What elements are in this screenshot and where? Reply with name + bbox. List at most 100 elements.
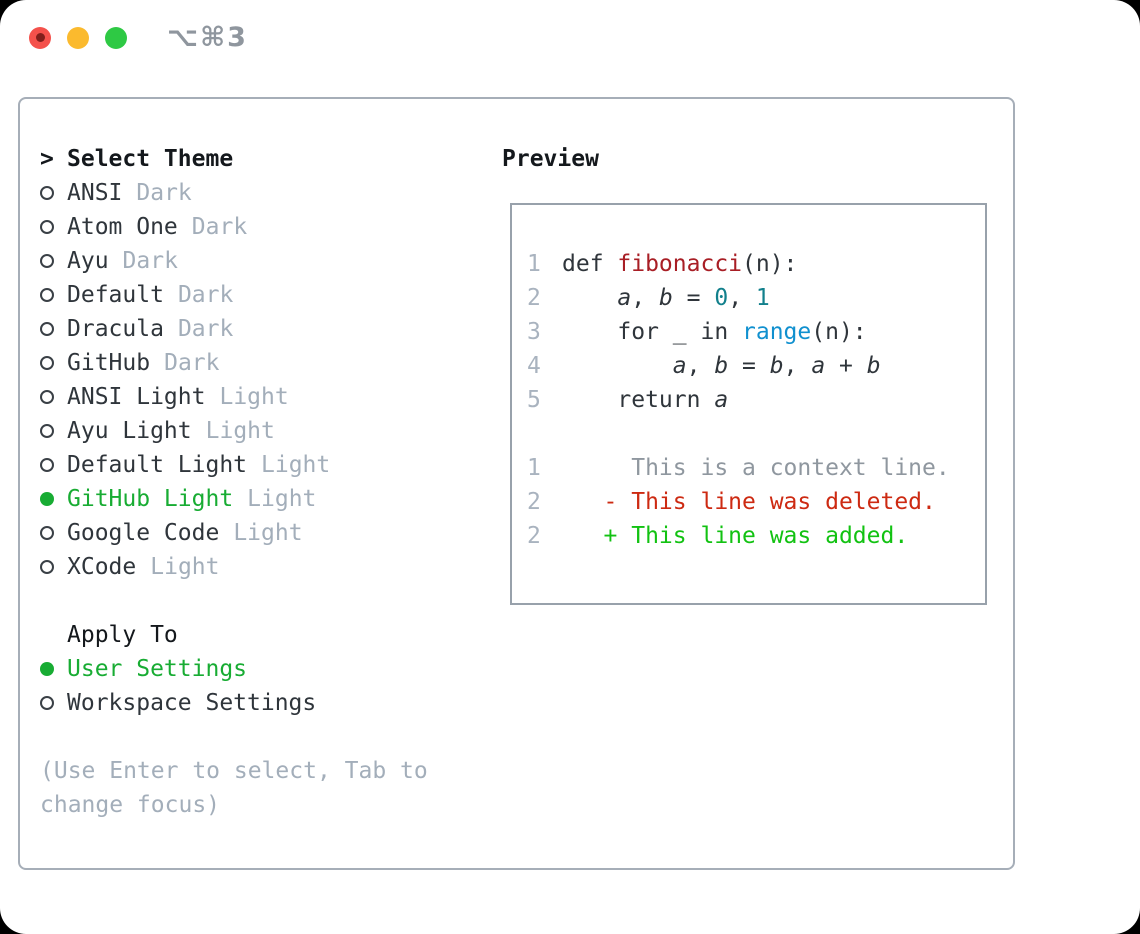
theme-variant-label: Dark [191, 214, 248, 240]
line-number: 1 [527, 455, 541, 481]
apply-option-workspace-settings[interactable]: Workspace Settings [40, 686, 428, 720]
caret-icon: > [40, 146, 54, 172]
code-segment-var: a [811, 353, 826, 379]
code-segment-plain: + [825, 353, 867, 379]
theme-variant-label: Light [205, 418, 275, 444]
code-segment-var: b [769, 353, 784, 379]
preview-line: 1 This is a context line. [527, 451, 985, 485]
radio-icon [40, 220, 67, 234]
theme-option-atom-one[interactable]: Atom One Dark [40, 210, 428, 244]
preview-line: 2 + This line was added. [527, 519, 985, 553]
theme-option-google-code[interactable]: Google Code Light [40, 516, 428, 550]
code-segment-plain: return [562, 387, 715, 413]
code-segment-builtin: range [742, 319, 812, 345]
theme-option-label: ANSI Light [67, 384, 206, 410]
apply-option-label: User Settings [67, 656, 248, 682]
theme-option-label: Ayu Light [67, 418, 192, 444]
radio-icon [40, 696, 67, 710]
code-segment-plain: for _ in [562, 319, 743, 345]
minimize-button[interactable] [67, 26, 89, 49]
line-number: 5 [527, 387, 541, 413]
zoom-button[interactable] [105, 26, 127, 49]
radio-icon [40, 356, 67, 370]
code-segment-number: 1 [755, 285, 770, 311]
theme-option-label: Default Light [67, 452, 248, 478]
line-number: 2 [527, 489, 541, 515]
radio-icon [40, 322, 67, 336]
code-segment-var: a [672, 353, 687, 379]
code-segment-plain: , [631, 285, 659, 311]
theme-option-ayu-light[interactable]: Ayu Light Light [40, 414, 428, 448]
code-segment-plain: , [728, 285, 756, 311]
radio-icon [40, 560, 67, 574]
theme-variant-label: Light [247, 486, 317, 512]
radio-icon [40, 424, 67, 438]
theme-option-ayu[interactable]: Ayu Dark [40, 244, 428, 278]
preview-title: Preview [502, 146, 599, 172]
theme-variant-label: Dark [122, 248, 178, 274]
code-segment-plain [562, 353, 673, 379]
theme-option-label: Ayu [67, 248, 109, 274]
titlebar: ⌥⌘3 [0, 0, 1140, 75]
line-number: 4 [527, 353, 541, 379]
theme-option-label: Atom One [67, 214, 178, 240]
select-theme-title: Select Theme [67, 146, 234, 172]
theme-variant-label: Dark [177, 316, 234, 342]
radio-selected-icon [40, 662, 67, 676]
preview-line: 4 a, b = b, a + b [527, 349, 985, 383]
theme-option-label: Default [67, 282, 164, 308]
code-segment-var: a [617, 285, 632, 311]
theme-variant-label: Light [233, 520, 303, 546]
code-segment-context: This is a context line. [562, 455, 950, 481]
theme-variant-label: Dark [164, 350, 220, 376]
theme-variant-label: Light [219, 384, 289, 410]
radio-selected-icon [40, 492, 67, 506]
apply-to-header: Apply To [40, 618, 428, 652]
code-segment-var: a [714, 387, 729, 413]
radio-icon [40, 288, 67, 302]
diff-preview: 1 This is a context line.2 - This line w… [527, 451, 985, 553]
radio-icon [40, 186, 67, 200]
theme-option-label: ANSI [67, 180, 123, 206]
code-segment-deleted: - This line was deleted. [562, 489, 936, 515]
theme-variant-label: Light [150, 554, 220, 580]
radio-icon [40, 254, 67, 268]
preview-line: 2 a, b = 0, 1 [527, 281, 985, 315]
radio-icon [40, 458, 67, 472]
apply-option-label: Workspace Settings [67, 690, 317, 716]
theme-option-dracula[interactable]: Dracula Dark [40, 312, 428, 346]
code-segment-plain: , [783, 353, 812, 379]
line-number: 3 [527, 319, 541, 345]
code-segment-number: 0 [714, 285, 729, 311]
theme-option-label: Dracula [67, 316, 164, 342]
theme-option-default-light[interactable]: Default Light Light [40, 448, 428, 482]
apply-option-user-settings[interactable]: User Settings [40, 652, 428, 686]
code-segment-var: b [714, 353, 729, 379]
radio-icon [40, 526, 67, 540]
help-line: (Use Enter to select, Tab to [40, 758, 428, 784]
close-button[interactable] [29, 26, 51, 49]
theme-variant-label: Light [261, 452, 331, 478]
line-number: 2 [527, 523, 541, 549]
keyboard-shortcut-label: ⌥⌘3 [167, 22, 248, 53]
code-segment-function: fibonacci [617, 251, 743, 277]
close-dot-icon [35, 33, 45, 42]
preview-line: 2 - This line was deleted. [527, 485, 985, 519]
code-segment-plain: (n): [811, 319, 867, 345]
theme-option-label: Google Code [67, 520, 220, 546]
theme-option-ansi-light[interactable]: ANSI Light Light [40, 380, 428, 414]
code-segment-plain [562, 285, 617, 311]
code-segment-added: + This line was added. [562, 523, 909, 549]
